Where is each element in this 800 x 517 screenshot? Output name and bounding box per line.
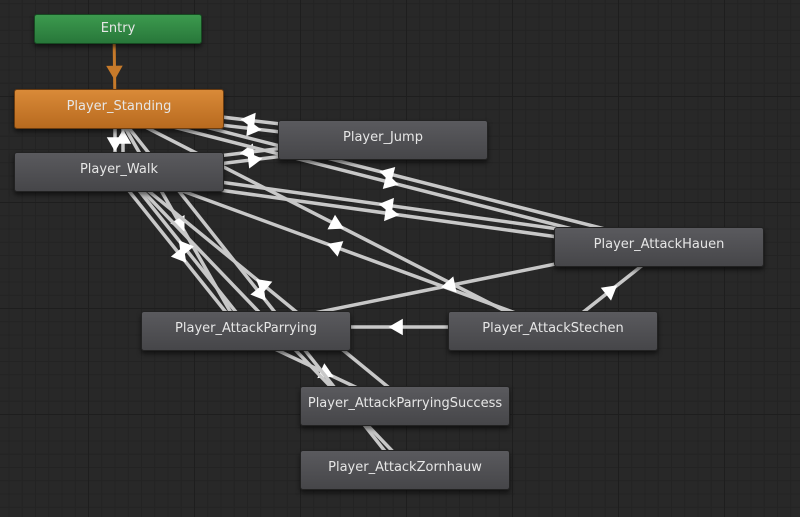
state-label-player-attackparryingsuccess: Player_AttackParryingSuccess: [307, 395, 503, 411]
transition-arrow-icon[interactable]: [170, 246, 187, 263]
state-label-player-attackstechen: Player_AttackStechen: [482, 320, 624, 336]
state-node-entry[interactable]: Entry: [34, 14, 202, 44]
state-label-player-attackhauen: Player_AttackHauen: [593, 236, 725, 252]
transition-arrow-icon[interactable]: [250, 284, 266, 301]
state-label-player-attackzornhauw: Player_AttackZornhauw: [328, 459, 482, 475]
transition-arrow-icon[interactable]: [256, 278, 273, 295]
state-node-player-attackparryingsuccess[interactable]: Player_AttackParryingSuccess: [300, 386, 510, 426]
state-node-player-walk[interactable]: Player_Walk: [14, 152, 224, 192]
state-node-player-jump[interactable]: Player_Jump: [278, 120, 488, 160]
transition-standing-to-stechen[interactable]: [115, 110, 553, 337]
transition-arrow-icon[interactable]: [317, 363, 334, 379]
transition-arrow-icon[interactable]: [379, 166, 396, 183]
state-label-player-walk: Player_Walk: [79, 161, 159, 177]
transition-stechen-to-walk[interactable]: [118, 166, 557, 329]
transition-parrying_success-to-walk[interactable]: [119, 167, 410, 405]
state-node-player-attackhauen[interactable]: Player_AttackHauen: [554, 227, 764, 267]
transition-arrow-icon[interactable]: [327, 241, 344, 257]
state-node-player-attackstechen[interactable]: Player_AttackStechen: [448, 311, 658, 351]
state-label-entry: Entry: [100, 20, 136, 36]
state-node-player-attackparrying[interactable]: Player_AttackParrying: [141, 311, 351, 351]
transition-arrow-icon[interactable]: [600, 285, 618, 301]
state-node-player-attackzornhauw[interactable]: Player_AttackZornhauw: [300, 450, 510, 490]
state-label-player-attackparrying: Player_AttackParrying: [175, 320, 317, 336]
transition-arrow-icon[interactable]: [327, 214, 344, 230]
transition-arrow-icon[interactable]: [106, 65, 123, 81]
state-label-player-standing: Player_Standing: [66, 98, 172, 114]
state-node-player-standing[interactable]: Player_Standing: [14, 89, 224, 129]
transition-walk-to-parrying[interactable]: [114, 172, 245, 336]
state-label-player-jump: Player_Jump: [343, 129, 423, 145]
transition-arrow-icon[interactable]: [388, 318, 403, 336]
transition-arrow-icon[interactable]: [378, 197, 394, 215]
transition-arrow-icon[interactable]: [114, 129, 132, 144]
transition-arrow-icon[interactable]: [440, 276, 457, 293]
transition-arrow-icon[interactable]: [240, 112, 256, 130]
